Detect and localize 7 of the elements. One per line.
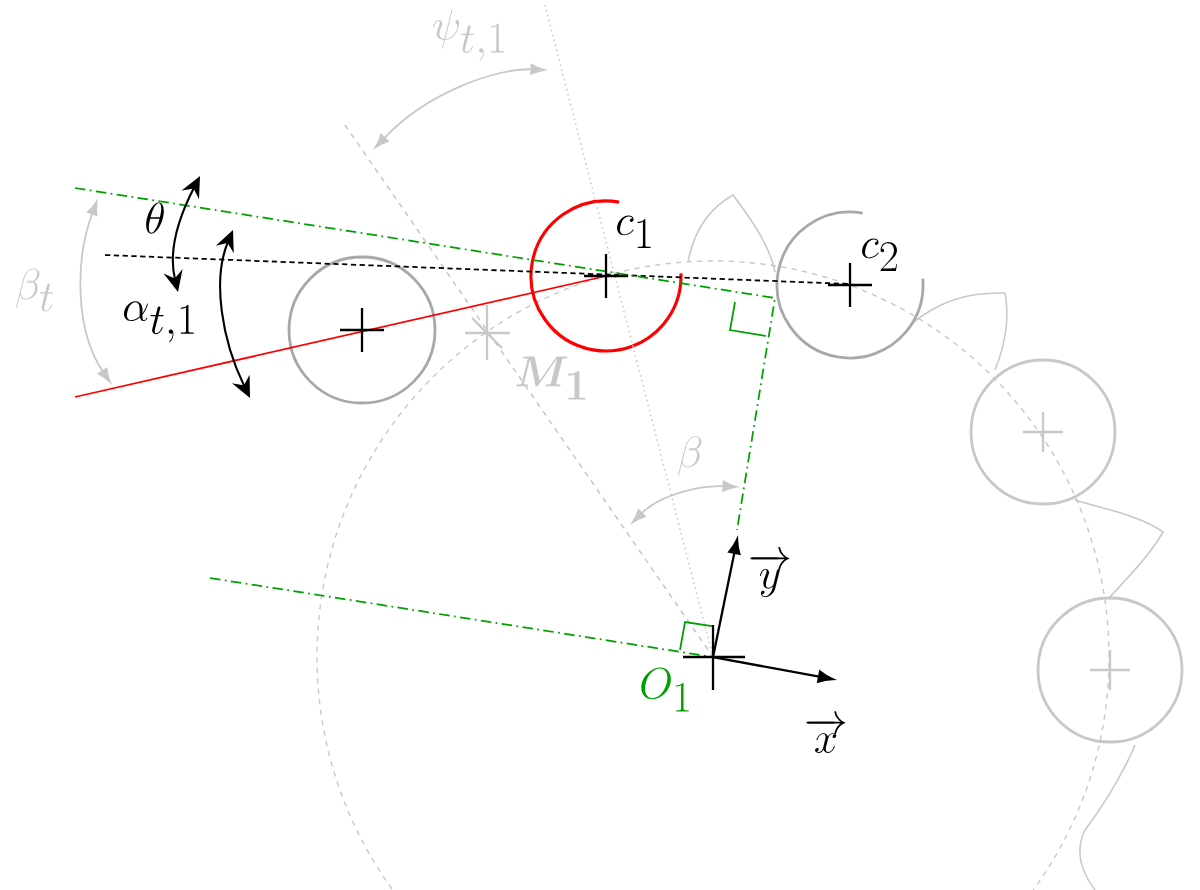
point-label: $c_{1}$ [617,215,651,248]
angle-label: $\theta$ [146,202,164,234]
origin-label: $O_{1}$ [641,667,689,712]
axis-label: $\overrightarrow{y}$ [750,547,790,598]
angle-label: $\alpha_{t,1}$ [124,301,194,343]
point-label: $c_{2}$ [862,238,897,271]
axis-label: $\overrightarrow{x}$ [806,711,846,753]
